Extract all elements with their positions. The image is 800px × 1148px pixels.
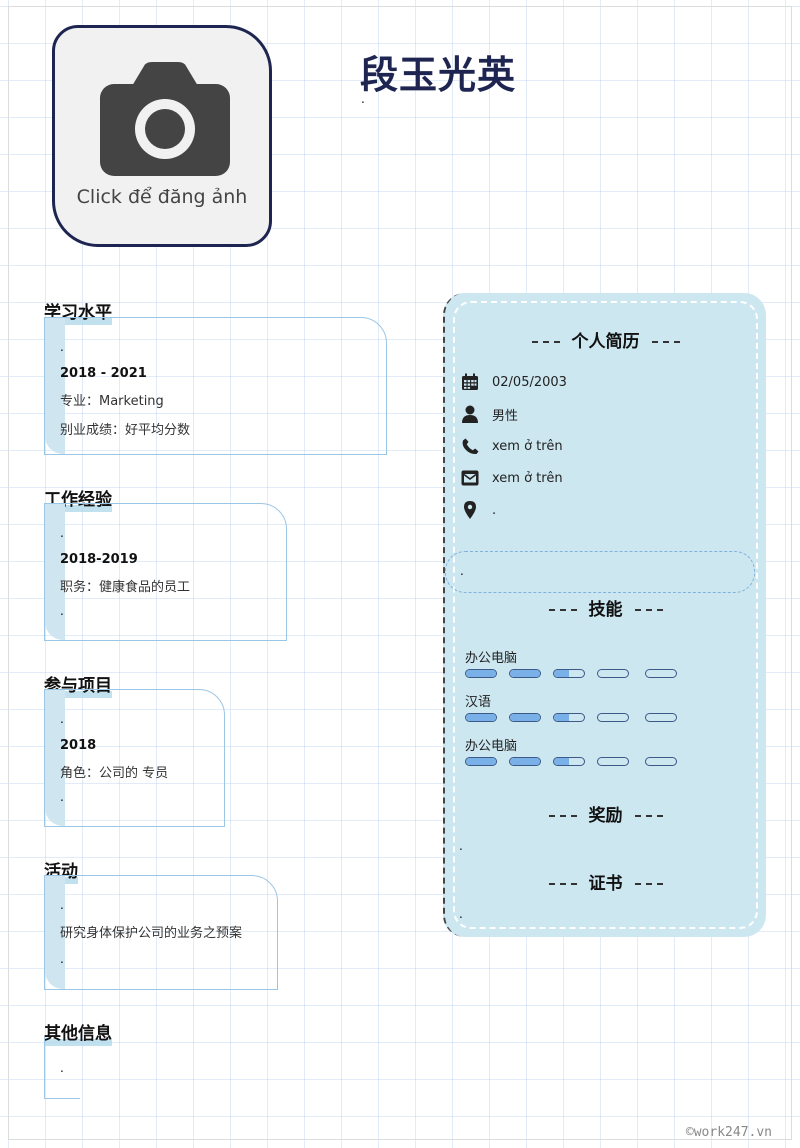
card-accent-bar (45, 690, 65, 826)
skill-level-fill (466, 758, 496, 765)
projects-card[interactable]: . 2018 角色：公司的 专员 . (44, 689, 225, 827)
activities-card[interactable]: . 研究身体保护公司的业务之预案 . (44, 875, 278, 990)
camera-icon (100, 62, 230, 176)
title-decoration (548, 609, 577, 611)
skill-level-pill[interactable] (465, 713, 497, 722)
photo-upload[interactable]: Click để đăng ảnh (52, 25, 272, 247)
gender-text[interactable]: 男性 (492, 408, 519, 424)
activities-dot-2: . (60, 952, 64, 966)
skill-level-bars[interactable] (465, 713, 689, 722)
work-card[interactable]: . 2018-2019 职务：健康食品的员工 . (44, 503, 287, 641)
certificates-title: 证书 (445, 869, 766, 894)
skill-level-fill (554, 758, 569, 765)
activities-dot: . (60, 898, 64, 912)
title-decoration (634, 883, 663, 885)
candidate-name[interactable]: 段玉光英 (360, 53, 517, 97)
education-period[interactable]: 2018 - 2021 (60, 366, 147, 381)
skill-level-pill[interactable] (597, 713, 629, 722)
work-position[interactable]: 职务：健康食品的员工 (60, 580, 191, 595)
email-icon (460, 468, 480, 488)
skill-level-pill[interactable] (645, 713, 677, 722)
projects-period[interactable]: 2018 (60, 738, 97, 753)
profile-note-box[interactable]: . (445, 551, 755, 593)
info-address[interactable]: . (460, 499, 496, 521)
work-period[interactable]: 2018-2019 (60, 552, 138, 567)
skill-name[interactable]: 办公电脑 (465, 651, 518, 666)
certificates-text[interactable]: . (459, 907, 463, 921)
skill-level-fill (510, 670, 540, 677)
job-title[interactable]: . (361, 92, 365, 106)
email-text[interactable]: xem ở trên (492, 470, 563, 486)
education-dot: . (60, 340, 64, 354)
skill-level-fill (510, 714, 540, 721)
projects-dot: . (60, 712, 64, 726)
title-decoration (548, 883, 577, 885)
skill-level-pill[interactable] (645, 757, 677, 766)
skill-name[interactable]: 汉语 (465, 695, 492, 710)
title-decoration (634, 609, 663, 611)
skill-name[interactable]: 办公电脑 (465, 739, 518, 754)
projects-dot-2: . (60, 790, 64, 804)
education-card[interactable]: . 2018 - 2021 专业：Marketing 别业成绩：好平均分数 (44, 317, 387, 455)
title-decoration (548, 815, 577, 817)
work-dot: . (60, 526, 64, 540)
skill-level-fill (554, 670, 569, 677)
skill-level-fill (554, 714, 569, 721)
section-title-other: 其他信息 (44, 1019, 112, 1046)
other-dot: . (60, 1061, 64, 1075)
projects-role[interactable]: 角色：公司的 专员 (60, 766, 169, 781)
skill-level-pill[interactable] (645, 669, 677, 678)
title-decoration (531, 341, 560, 343)
right-panel: 个人简历 02/05/2003 男性 xem ở trên xem ở trên… (443, 293, 766, 937)
skill-level-pill[interactable] (553, 713, 585, 722)
education-grade[interactable]: 别业成绩：好平均分数 (60, 423, 191, 438)
skill-level-fill (510, 758, 540, 765)
card-accent-bar (45, 504, 65, 640)
title-decoration (634, 815, 663, 817)
other-card[interactable]: . (44, 1037, 80, 1099)
work-dot-2: . (60, 604, 64, 618)
info-gender[interactable]: 男性 (460, 403, 518, 425)
skill-level-bars[interactable] (465, 669, 689, 678)
education-major[interactable]: 专业：Marketing (60, 394, 164, 409)
location-icon (460, 500, 480, 520)
info-birthday[interactable]: 02/05/2003 (460, 371, 567, 393)
skill-level-pill[interactable] (553, 757, 585, 766)
calendar-icon (460, 372, 480, 392)
skill-level-pill[interactable] (597, 669, 629, 678)
address-text[interactable]: . (492, 502, 497, 518)
awards-text[interactable]: . (459, 839, 463, 853)
activities-text[interactable]: 研究身体保护公司的业务之预案 (60, 926, 243, 941)
awards-title: 奖励 (445, 801, 766, 826)
info-phone[interactable]: xem ở trên (460, 435, 563, 457)
user-icon (460, 404, 480, 424)
profile-title: 个人简历 (445, 327, 766, 352)
phone-text[interactable]: xem ở trên (492, 438, 563, 454)
info-email[interactable]: xem ở trên (460, 467, 563, 489)
photo-caption: Click để đăng ảnh (76, 186, 248, 208)
skill-level-pill[interactable] (597, 757, 629, 766)
panel-border (453, 301, 758, 929)
skill-level-pill[interactable] (509, 669, 541, 678)
footer-watermark: ©work247.vn (685, 1125, 772, 1140)
skill-level-pill[interactable] (509, 757, 541, 766)
skill-level-bars[interactable] (465, 757, 689, 766)
page-frame (8, 6, 792, 1140)
skill-level-pill[interactable] (553, 669, 585, 678)
card-accent-bar (45, 318, 65, 454)
phone-icon (460, 436, 480, 456)
title-decoration (651, 341, 680, 343)
profile-note-text: . (460, 564, 464, 578)
birthday-text[interactable]: 02/05/2003 (492, 374, 567, 390)
card-accent-bar (45, 876, 65, 989)
skill-level-fill (466, 714, 496, 721)
skill-level-pill[interactable] (465, 757, 497, 766)
skill-level-fill (466, 670, 496, 677)
skill-level-pill[interactable] (509, 713, 541, 722)
skills-title: 技能 (445, 595, 766, 620)
skill-level-pill[interactable] (465, 669, 497, 678)
